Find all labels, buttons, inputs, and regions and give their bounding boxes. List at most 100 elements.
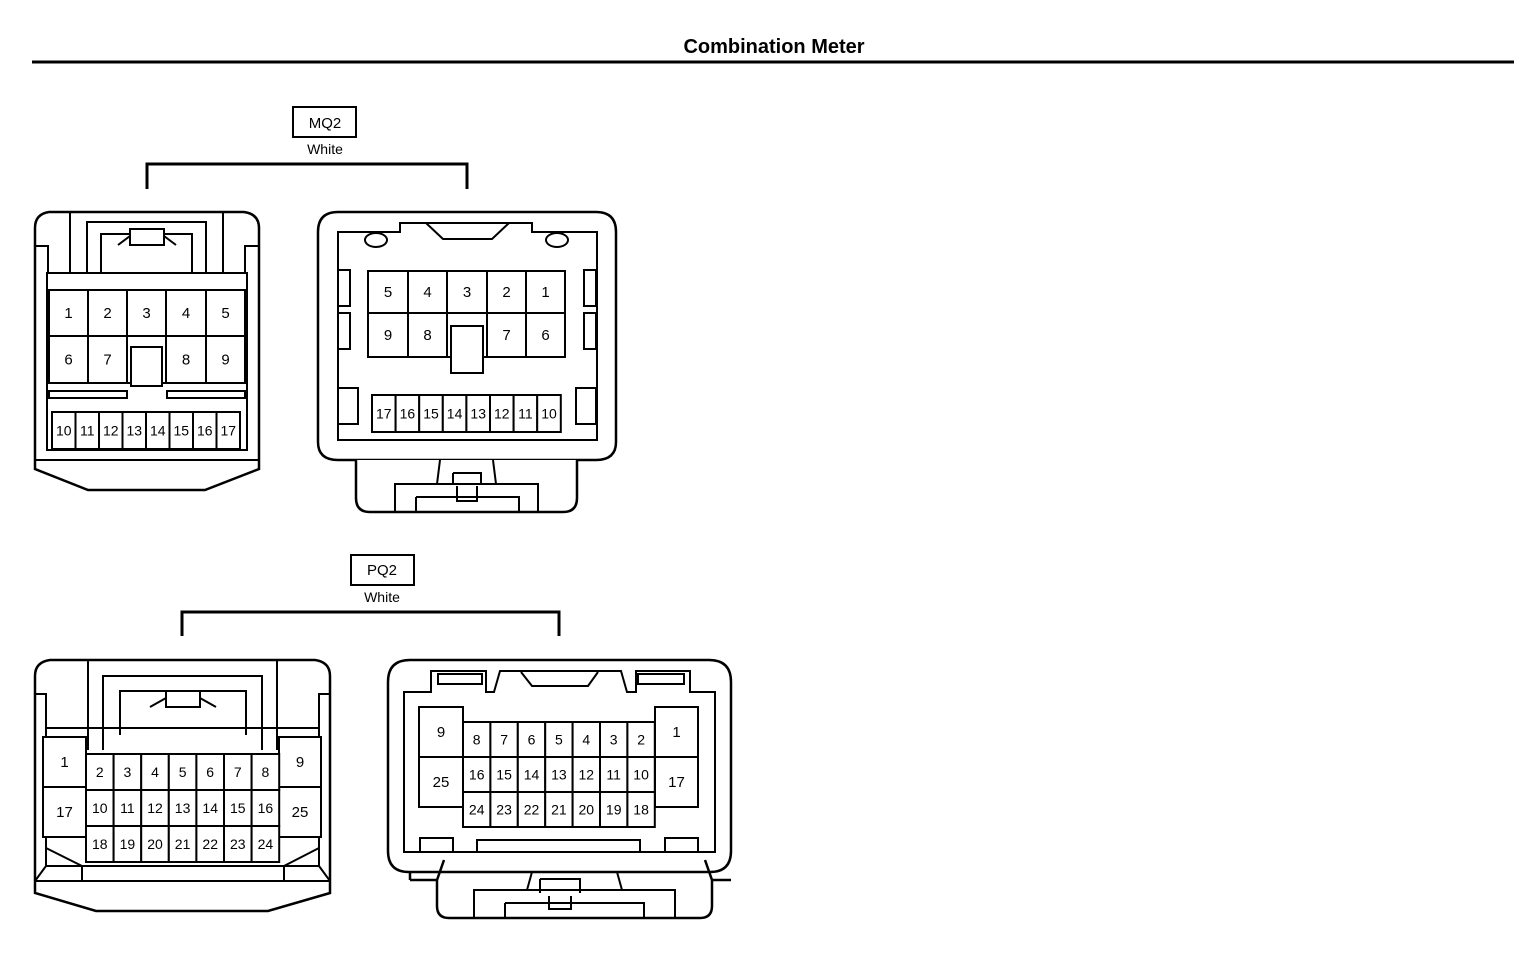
housing-ridge <box>34 847 331 882</box>
pin-number: 18 <box>92 836 108 852</box>
connector-code: MQ2 <box>309 115 342 132</box>
pin-number: 19 <box>606 802 622 818</box>
side-rail <box>337 269 351 307</box>
pin-cell <box>516 756 547 793</box>
pin-number: 2 <box>103 305 111 322</box>
pin-number: 1 <box>64 305 72 322</box>
pin-number: 5 <box>179 764 187 780</box>
pin-number: 10 <box>92 800 108 816</box>
pin-number: 3 <box>142 305 150 322</box>
pin-number: 8 <box>423 327 431 344</box>
pin-number: 8 <box>473 732 481 748</box>
pin-number: 21 <box>551 802 567 818</box>
lock-latch <box>87 660 278 750</box>
pin-number: 15 <box>496 767 512 783</box>
side-rail <box>575 387 597 425</box>
side-block <box>664 837 699 853</box>
connector-code: PQ2 <box>367 562 397 579</box>
pin-number: 2 <box>637 732 645 748</box>
pin-cell <box>87 335 128 384</box>
pin-number: 13 <box>551 767 567 783</box>
housing-inner-frame <box>403 670 716 853</box>
connector-code-box <box>292 106 357 138</box>
housing-side-notch <box>35 245 259 273</box>
pin-number: 9 <box>384 327 392 344</box>
pin-number: 15 <box>173 423 189 439</box>
pin-cell <box>126 289 167 337</box>
pin-number: 11 <box>606 767 621 783</box>
bottom-slot <box>476 839 641 853</box>
pin-number: 10 <box>633 767 649 783</box>
pin-cell <box>85 789 115 827</box>
pin-number: 3 <box>610 732 618 748</box>
pin-number: 14 <box>150 423 166 439</box>
pin-number: 3 <box>463 284 471 301</box>
pin-cell <box>536 394 562 433</box>
lower-lock-housing <box>408 859 731 920</box>
lower-lock <box>394 459 539 512</box>
top-latch <box>520 671 599 687</box>
pin-cell <box>250 825 281 863</box>
pin-cell <box>599 756 629 793</box>
lock-latch <box>69 212 224 273</box>
pin-number: 6 <box>206 764 214 780</box>
pin-number: 12 <box>579 767 595 783</box>
lock-tab-steps <box>149 697 217 708</box>
pin-number: 16 <box>197 423 213 439</box>
pin-number: 17 <box>220 423 236 439</box>
side-block <box>419 837 454 853</box>
pin-cell <box>544 756 574 793</box>
guide-hole <box>545 232 569 248</box>
pin-number: 5 <box>555 732 563 748</box>
pin-number: 24 <box>258 836 274 852</box>
center-key <box>450 325 484 374</box>
pin-number: 14 <box>447 406 463 422</box>
pin-number: 1 <box>60 754 68 771</box>
pin-cell <box>250 789 281 827</box>
pin-cell <box>462 791 492 828</box>
top-slot <box>637 673 685 685</box>
pin-number: 21 <box>175 836 191 852</box>
pin-number: 12 <box>147 800 163 816</box>
pin-number: 13 <box>175 800 191 816</box>
pin-number: 4 <box>151 764 159 780</box>
pin-cell <box>571 791 601 828</box>
pin-cell <box>489 791 519 828</box>
pin-number: 23 <box>496 802 512 818</box>
pin-number: 16 <box>400 406 416 422</box>
pin-cell <box>462 756 492 793</box>
pin-number: 7 <box>502 327 510 344</box>
pin-cell <box>167 789 198 827</box>
pin-number: 4 <box>182 305 190 322</box>
pin-number: 7 <box>234 764 242 780</box>
pin-number: 7 <box>500 732 508 748</box>
lock-tab <box>165 690 201 708</box>
pin-number: 9 <box>437 724 445 741</box>
pin-cell <box>140 789 170 827</box>
center-key <box>130 346 163 387</box>
side-rail <box>583 312 597 350</box>
connector-bracket <box>180 610 561 636</box>
pin-number: 17 <box>56 804 73 821</box>
lock-tab <box>129 228 165 246</box>
pin-cell <box>626 721 656 758</box>
pin-cell <box>42 786 87 838</box>
pin-cell <box>85 753 115 791</box>
lower-lock-housing <box>354 460 579 514</box>
pin-number: 1 <box>672 724 680 741</box>
pin-cell <box>205 335 246 384</box>
pin-number: 8 <box>182 352 190 369</box>
pin-cell <box>486 312 527 358</box>
pin-number: 11 <box>518 406 533 422</box>
pin-cell <box>654 706 699 758</box>
pin-number: 18 <box>633 802 649 818</box>
pin-cell <box>418 706 464 758</box>
pin-cell <box>140 825 170 863</box>
pin-cell <box>165 289 207 337</box>
pin-number: 13 <box>470 406 486 422</box>
lower-lock <box>473 871 676 918</box>
